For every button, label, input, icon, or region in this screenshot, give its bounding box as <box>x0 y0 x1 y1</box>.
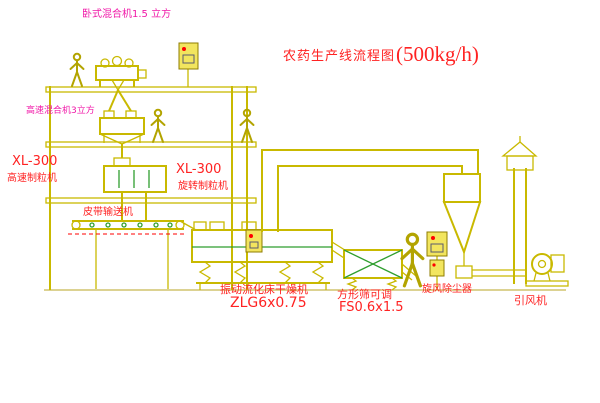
square-sieve-machine <box>331 241 417 291</box>
control-panel-dryer <box>245 229 263 253</box>
operator-icon <box>69 52 85 87</box>
label-xl300-center: XL-300 <box>176 162 222 177</box>
induced-draft-fan <box>525 253 569 287</box>
title-capacity: (500kg/h) <box>396 42 479 66</box>
label-high-speed-mixer: 高速混合机3立方 <box>26 106 95 116</box>
label-sieve-name: 方形筛可调 <box>337 288 392 301</box>
horizontal-mixer <box>95 55 147 92</box>
high-speed-mixer <box>99 110 145 158</box>
label-fan-name: 引风机 <box>514 294 547 307</box>
belt-conveyor-machine <box>71 220 197 289</box>
label-dryer-model: ZLG6x0.75 <box>230 295 307 311</box>
cyclone-dust-collector <box>442 173 526 279</box>
label-dryer-name: 振动流化床干燥机 <box>220 283 308 296</box>
control-panel-top <box>178 42 199 87</box>
exhaust-duct <box>261 149 479 232</box>
diagram-title: 农药生产线流程图 (500kg/h) <box>283 42 479 67</box>
label-xl300-left: XL-300 <box>12 154 58 169</box>
operator-icon <box>400 232 425 288</box>
label-granulator-center: 旋转制粒机 <box>178 181 228 192</box>
label-granulator-left: 高速制粒机 <box>7 173 57 184</box>
operator-icon <box>150 108 166 143</box>
label-sieve-model: FS0.6x1.5 <box>339 300 404 315</box>
control-panel-cyclone <box>426 231 448 289</box>
exhaust-stack <box>501 136 538 284</box>
label-cyclone-name: 旋风除尘器 <box>422 284 472 295</box>
label-belt-conveyor: 皮带输送机 <box>83 207 133 218</box>
title-text: 农药生产线流程图 <box>283 49 396 64</box>
rotary-granulator-machine <box>103 157 167 221</box>
y-pipe <box>108 89 132 112</box>
label-horizontal-mixer: 卧式混合机1.5 立方 <box>82 9 172 20</box>
